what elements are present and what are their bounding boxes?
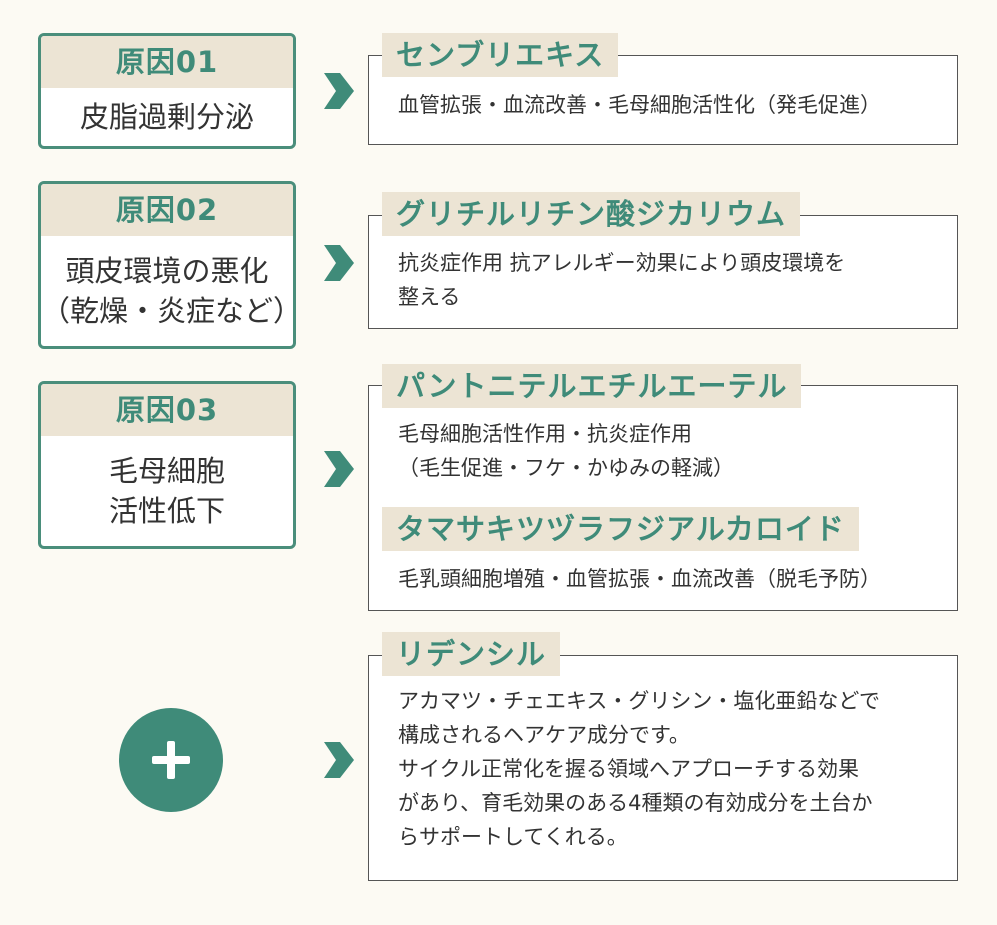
chevron-right-icon [324,245,354,281]
ingredient-description-line: （毛生促進・フケ・かゆみの軽減） [398,456,734,480]
cause-description-line: 皮脂過剰分泌 [79,100,254,134]
ingredient-description-line: アカマツ・チェエキス・グリシン・塩化亜鉛などで [398,689,880,713]
cause-label: 原因03 [41,384,293,436]
cause-card-03: 原因03 毛母細胞 活性低下 [38,381,296,549]
ingredient-description: 抗炎症作用 抗アレルギー効果により頭皮環境を 整える [398,246,845,314]
ingredient-description: 毛乳頭細胞増殖・血管拡張・血流改善（脱毛予防） [398,562,881,596]
ingredient-description: アカマツ・チェエキス・グリシン・塩化亜鉛などで 構成されるヘアケア成分です。 サ… [398,684,880,854]
chevron-right-icon [324,73,354,109]
ingredient-description-line: サイクル正常化を握る領域へアプローチする効果 [398,757,859,781]
ingredient-description-line: 毛母細胞活性作用・抗炎症作用 [398,422,692,446]
chevron-right-icon [324,742,354,778]
cause-description-line: （乾燥・炎症など） [41,294,296,328]
ingredient-description: 血管拡張・血流改善・毛母細胞活性化（発毛促進） [398,88,881,122]
cause-description-line: 頭皮環境の悪化 [65,254,269,288]
ingredient-name: センブリエキス [382,33,619,77]
ingredient-description-line: 血管拡張・血流改善・毛母細胞活性化（発毛促進） [398,93,881,117]
ingredient-description: 毛母細胞活性作用・抗炎症作用 （毛生促進・フケ・かゆみの軽減） [398,417,734,485]
ingredient-name: グリチルリチン酸ジカリウム [382,192,801,236]
cause-description: 頭皮環境の悪化 （乾燥・炎症など） [41,236,293,346]
plus-icon [119,708,223,812]
cause-card-01: 原因01 皮脂過剰分泌 [38,33,296,149]
ingredient-description-line: 毛乳頭細胞増殖・血管拡張・血流改善（脱毛予防） [398,567,881,591]
cause-card-02: 原因02 頭皮環境の悪化 （乾燥・炎症など） [38,181,296,349]
cause-description: 皮脂過剰分泌 [41,88,293,146]
ingredient-description-line: 構成されるヘアケア成分です。 [398,723,690,747]
chevron-right-icon [324,451,354,487]
cause-label: 原因02 [41,184,293,236]
ingredient-name: リデンシル [382,632,561,676]
cause-label: 原因01 [41,36,293,88]
cause-description: 毛母細胞 活性低下 [41,436,293,546]
ingredient-description-line: 抗炎症作用 抗アレルギー効果により頭皮環境を [398,251,846,275]
ingredient-description-line: 整える [398,285,461,309]
ingredient-panel-04 [368,655,958,881]
ingredient-name: パントニテルエチルエーテル [382,364,802,408]
cause-description-line: 活性低下 [108,494,225,528]
cause-description-line: 毛母細胞 [108,454,225,488]
ingredient-name: タマサキツヅラフジアルカロイド [382,507,859,551]
ingredient-description-line: があり、育毛効果のある4種類の有効成分を土台か [398,791,873,815]
ingredient-description-line: らサポートしてくれる。 [398,825,628,849]
